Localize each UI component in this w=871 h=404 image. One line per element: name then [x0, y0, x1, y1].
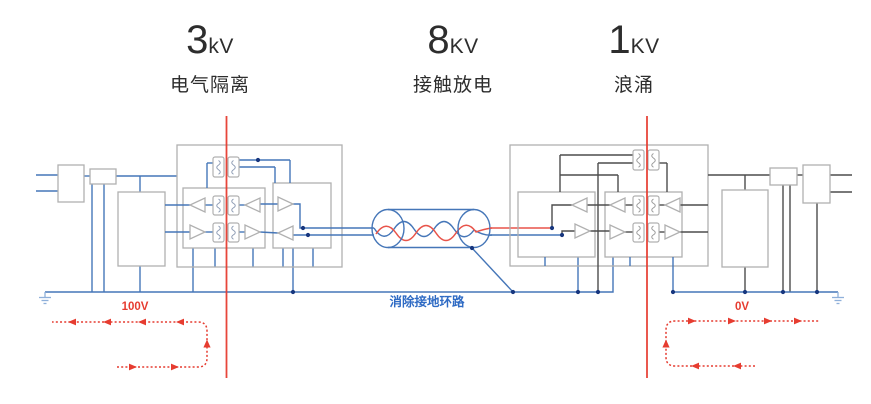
arrow-right-icon	[688, 317, 696, 325]
contact-discharge-value: 8	[427, 18, 450, 62]
left-controller-block	[117, 191, 166, 267]
contact-discharge-rating: 8KV	[413, 20, 493, 67]
left-isolator-buffers	[188, 195, 295, 242]
ground-loop-arrows-right	[662, 317, 820, 370]
arrow-up-icon	[662, 339, 670, 348]
arrow-right-icon	[129, 363, 137, 371]
ground-loop-arrows-left	[52, 318, 211, 371]
right-small-block	[769, 167, 798, 186]
arrow-up-icon	[203, 339, 211, 348]
left-isolator-wires	[165, 159, 374, 236]
arrow-left-icon	[733, 362, 741, 370]
right-circuit-wires	[673, 174, 852, 293]
label-contact-discharge: 8KV 接触放电	[413, 20, 493, 97]
left-ground-voltage-label: 100V	[121, 301, 149, 313]
left-circuit-wires	[36, 174, 614, 293]
right-isolator	[509, 144, 709, 292]
left-small-block	[89, 168, 117, 185]
right-output-block	[802, 164, 831, 204]
buffer-left-icon	[188, 196, 206, 214]
line-receiver-icon	[276, 224, 294, 242]
label-isolation: 3kV 电气隔离	[170, 20, 250, 97]
left-input-block	[57, 164, 85, 203]
left-isolator-inner-box-2	[272, 182, 332, 249]
ground-icon-right	[832, 292, 844, 305]
arrow-left-icon	[138, 318, 146, 326]
left-isolator-transformers	[212, 156, 240, 243]
arrow-left-icon	[103, 318, 111, 326]
twisted-pair-cable	[371, 208, 562, 249]
right-controller-block	[721, 189, 769, 268]
arrow-right-icon	[764, 317, 772, 325]
right-isolator-inner-box-1	[517, 191, 596, 258]
cable-end-left	[371, 208, 405, 249]
right-isolator-wires	[544, 154, 708, 292]
right-isolator-inner-box-2	[604, 191, 683, 258]
arrow-left-icon	[68, 318, 76, 326]
contact-discharge-caption: 接触放电	[412, 75, 494, 96]
surge-rating: 1KV	[608, 20, 659, 67]
right-isolator-buffers	[570, 196, 682, 241]
ground-icon-left	[39, 292, 51, 305]
cable-red-wire	[375, 224, 493, 242]
surge-caption: 浪涌	[613, 75, 655, 96]
buffer-right-icon	[609, 223, 627, 241]
surge-unit: KV	[630, 35, 660, 58]
buffer-left-icon	[608, 196, 626, 214]
arrow-right-icon	[728, 317, 736, 325]
left-isolator	[165, 144, 374, 268]
isolation-unit: kV	[208, 35, 234, 58]
left-circuit-components	[57, 164, 166, 267]
cable-side-ground-rail	[45, 257, 614, 293]
line-driver-icon	[277, 195, 295, 213]
surge-value: 1	[608, 18, 631, 62]
isolation-rating: 3kV	[170, 20, 250, 67]
cable-shield-ground-wire	[471, 247, 514, 293]
arrow-right-icon	[171, 363, 179, 371]
arrow-left-icon	[691, 362, 699, 370]
left-isolator-inner-box-1	[182, 187, 266, 249]
line-driver-icon	[570, 196, 588, 214]
ground-loop-note: 消除接地环路	[389, 295, 465, 309]
right-circuit-components	[721, 164, 831, 268]
isolation-caption: 电气隔离	[169, 75, 251, 96]
buffer-left-icon	[243, 196, 261, 214]
junction-dots	[255, 157, 820, 295]
left-isolator-outer-box	[176, 144, 343, 268]
right-isolator-transformers	[632, 149, 660, 243]
label-surge: 1KV 浪涌	[608, 20, 659, 97]
buffer-right-icon	[664, 223, 682, 241]
arrow-right-icon	[794, 317, 802, 325]
buffer-right-icon	[244, 223, 262, 241]
isolation-value: 3	[186, 18, 209, 62]
right-ground-voltage-label: 0V	[734, 301, 750, 313]
line-receiver-icon	[574, 222, 592, 240]
buffer-right-icon	[189, 223, 207, 241]
buffer-left-icon	[663, 196, 681, 214]
arrow-left-icon	[176, 318, 184, 326]
contact-discharge-unit: KV	[449, 35, 479, 58]
